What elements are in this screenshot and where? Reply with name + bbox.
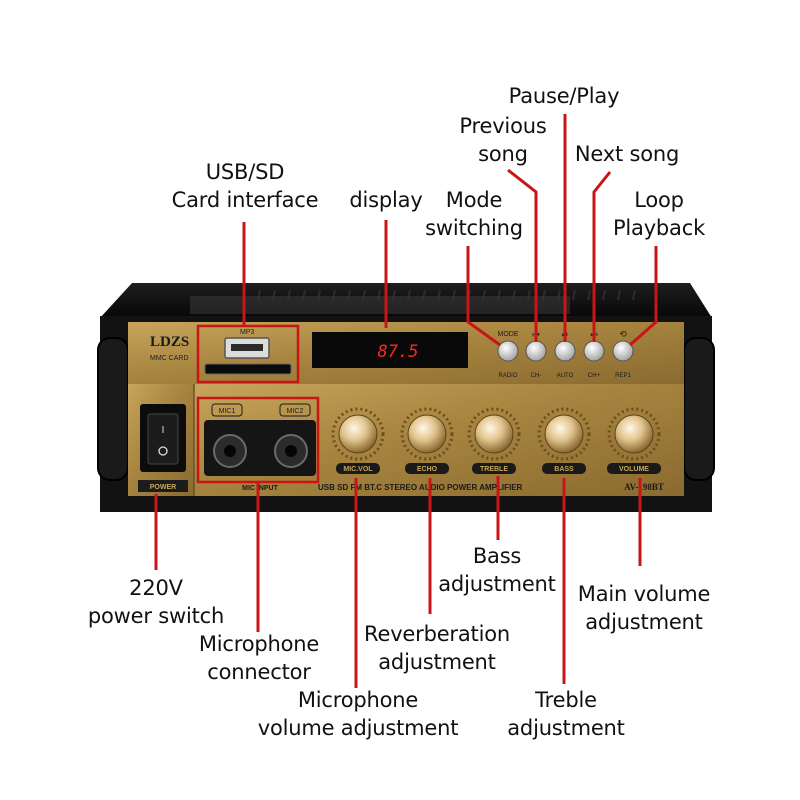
label-main-volume-line1: Main volume — [577, 582, 711, 606]
label-mic-connector: Microphone connector — [184, 630, 334, 686]
label-pause-play: Pause/Play — [494, 82, 634, 110]
label-power-line1: 220V — [129, 576, 183, 600]
label-next-song-text: Next song — [574, 142, 680, 166]
btn-label-rep: REP1 — [615, 373, 631, 379]
btn-label-ch-minus: CH- — [531, 373, 542, 379]
mic2-label: MIC2 — [287, 408, 304, 415]
label-usb-sd-line1: USB/SD — [205, 160, 285, 184]
label-bass: Bass adjustment — [428, 542, 566, 598]
brand-logo: LDZS — [150, 334, 189, 350]
volume-knob[interactable] — [614, 414, 654, 454]
power-switch[interactable] — [147, 413, 179, 465]
amplifier-strip-text: USB SD FM BT.C STEREO AUDIO POWER AMPLIF… — [318, 483, 523, 492]
mic-vol-knob[interactable] — [338, 414, 378, 454]
callout-loop — [629, 246, 658, 347]
display-readout: 87.5 — [378, 342, 419, 362]
label-reverb: Reverberation adjustment — [354, 620, 520, 676]
label-reverb-line2: adjustment — [378, 650, 496, 674]
label-power-switch: 220V power switch — [78, 574, 234, 630]
label-next-song: Next song — [564, 140, 690, 168]
power-label-box — [138, 480, 188, 492]
knob-label-volume: VOLUME — [619, 466, 649, 473]
mp3-label: MP3 — [240, 329, 255, 336]
top-sticker — [190, 296, 570, 314]
label-loop-line2: Playback — [612, 216, 706, 240]
loop-playback-button[interactable] — [612, 340, 634, 362]
callout-lines — [154, 114, 658, 688]
label-previous-line2: song — [478, 142, 528, 166]
label-main-volume-line2: adjustment — [585, 610, 703, 634]
mic-input-label: MIC INPUT — [242, 485, 279, 492]
power-label: POWER — [150, 484, 176, 491]
label-treble-line2: adjustment — [507, 716, 625, 740]
mic1-label: MIC1 — [219, 408, 236, 415]
label-mode-line2: switching — [425, 216, 523, 240]
label-mode-line1: Mode — [445, 188, 503, 212]
echo-knob[interactable] — [407, 414, 447, 454]
btn-label-radio: RADIO — [498, 373, 517, 379]
label-mic-volume: Microphone volume adjustment — [246, 686, 470, 742]
callout-next — [592, 171, 612, 342]
label-mic-connector-line2: connector — [207, 660, 311, 684]
mode-label-top: MODE — [498, 331, 519, 338]
label-display-text: display — [349, 188, 423, 212]
btn-label-ch-plus: CH+ — [588, 373, 601, 379]
label-previous-song: Previous song — [444, 112, 562, 168]
mode-button[interactable] — [497, 340, 519, 362]
left-handle — [97, 337, 129, 481]
mic1-label-box — [211, 403, 243, 417]
model-number: AV-198BT — [624, 482, 664, 492]
power-on-mark: I — [162, 425, 165, 436]
knob-group — [331, 407, 661, 461]
treble-knob[interactable] — [474, 414, 514, 454]
mic2-label-box — [279, 403, 311, 417]
power-off-mark — [158, 446, 168, 456]
knob-label-mic-vol: MIC.VOL — [343, 466, 373, 473]
btn-label-auto: AUTO — [557, 373, 574, 379]
lcd-display — [312, 332, 468, 368]
sd-card-slot[interactable] — [204, 363, 292, 375]
label-previous-line1: Previous — [459, 114, 547, 138]
label-treble: Treble adjustment — [496, 686, 636, 742]
previous-song-button[interactable] — [525, 340, 547, 362]
label-mic-connector-line1: Microphone — [198, 632, 320, 656]
label-power-line2: power switch — [87, 604, 225, 628]
bass-knob[interactable] — [544, 414, 584, 454]
label-reverb-line1: Reverberation — [364, 622, 510, 646]
label-loop-playback: Loop Playback — [600, 186, 718, 242]
callout-previous — [507, 168, 538, 342]
loop-symbol: ⟲ — [619, 330, 627, 340]
mmc-card-label: MMC CARD — [150, 355, 189, 362]
knob-label-echo: ECHO — [417, 466, 438, 473]
callout-mode — [466, 246, 501, 347]
right-handle — [683, 337, 715, 481]
usb-sd-highlight-box — [196, 324, 300, 384]
label-bass-line2: adjustment — [438, 572, 556, 596]
label-usb-sd-line2: Card interface — [171, 188, 319, 212]
label-bass-line1: Bass — [472, 544, 522, 568]
label-mic-volume-line2: volume adjustment — [257, 716, 459, 740]
label-mic-volume-line1: Microphone — [297, 688, 419, 712]
knob-label-treble: TREBLE — [480, 466, 508, 473]
label-display: display — [336, 186, 436, 214]
knob-label-bass: BASS — [554, 466, 574, 473]
pause-play-button[interactable] — [554, 340, 576, 362]
label-loop-line1: Loop — [634, 188, 684, 212]
label-main-volume: Main volume adjustment — [568, 580, 720, 636]
label-usb-sd: USB/SD Card interface — [160, 158, 330, 214]
label-treble-line1: Treble — [535, 688, 597, 712]
next-song-button[interactable] — [583, 340, 605, 362]
label-mode-switching: Mode switching — [416, 186, 532, 242]
label-pause-play-text: Pause/Play — [508, 84, 620, 108]
